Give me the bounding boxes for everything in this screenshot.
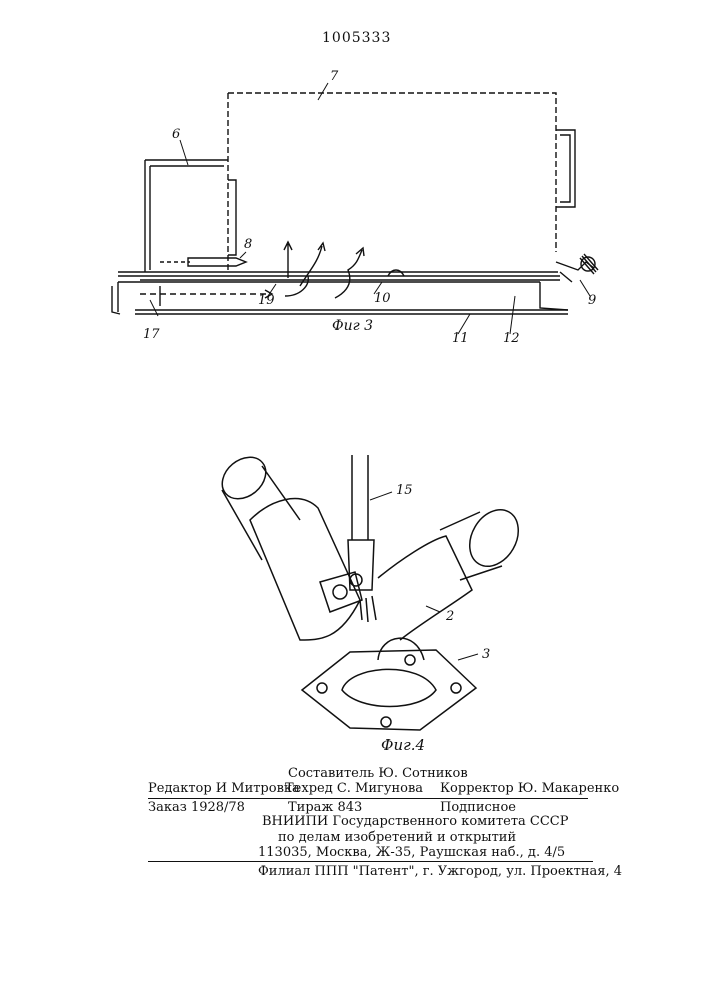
org-line-1: ВНИИПИ Государственного комитета СССР <box>262 814 569 829</box>
colophon-rule-top <box>148 798 588 799</box>
colophon-rule-bottom <box>148 861 593 862</box>
rod-15 <box>352 455 368 540</box>
figure-4-drawing: 15 2 3 <box>0 0 707 760</box>
order-line: Заказ 1928/78 <box>148 800 245 815</box>
right-pipe-end <box>460 501 528 575</box>
figure-4-caption: Фиг.4 <box>381 736 425 754</box>
compiler-line: Составитель Ю. Сотников <box>288 766 468 781</box>
subscription-line: Подписное <box>440 800 516 815</box>
org-line-2: по делам изобретений и открытий <box>278 830 516 845</box>
address-line: 113035, Москва, Ж-35, Раушская наб., д. … <box>258 845 565 860</box>
branch-line: Филиал ППП "Патент", г. Ужгород, ул. Про… <box>258 864 622 879</box>
editor-line: Редактор И Митровка <box>148 781 300 796</box>
left-sleeve <box>250 499 360 640</box>
corrector-line: Корректор Ю. Макаренко <box>440 781 619 796</box>
ball-joint <box>378 638 424 660</box>
circulation-line: Тираж 843 <box>288 800 362 815</box>
right-sleeve <box>378 536 472 640</box>
label-3: 3 <box>482 647 490 662</box>
techred-line: Техред С. Мигунова <box>285 781 423 796</box>
label-15: 15 <box>396 483 413 498</box>
label-2: 2 <box>445 609 454 624</box>
left-pipe-end <box>214 449 274 507</box>
